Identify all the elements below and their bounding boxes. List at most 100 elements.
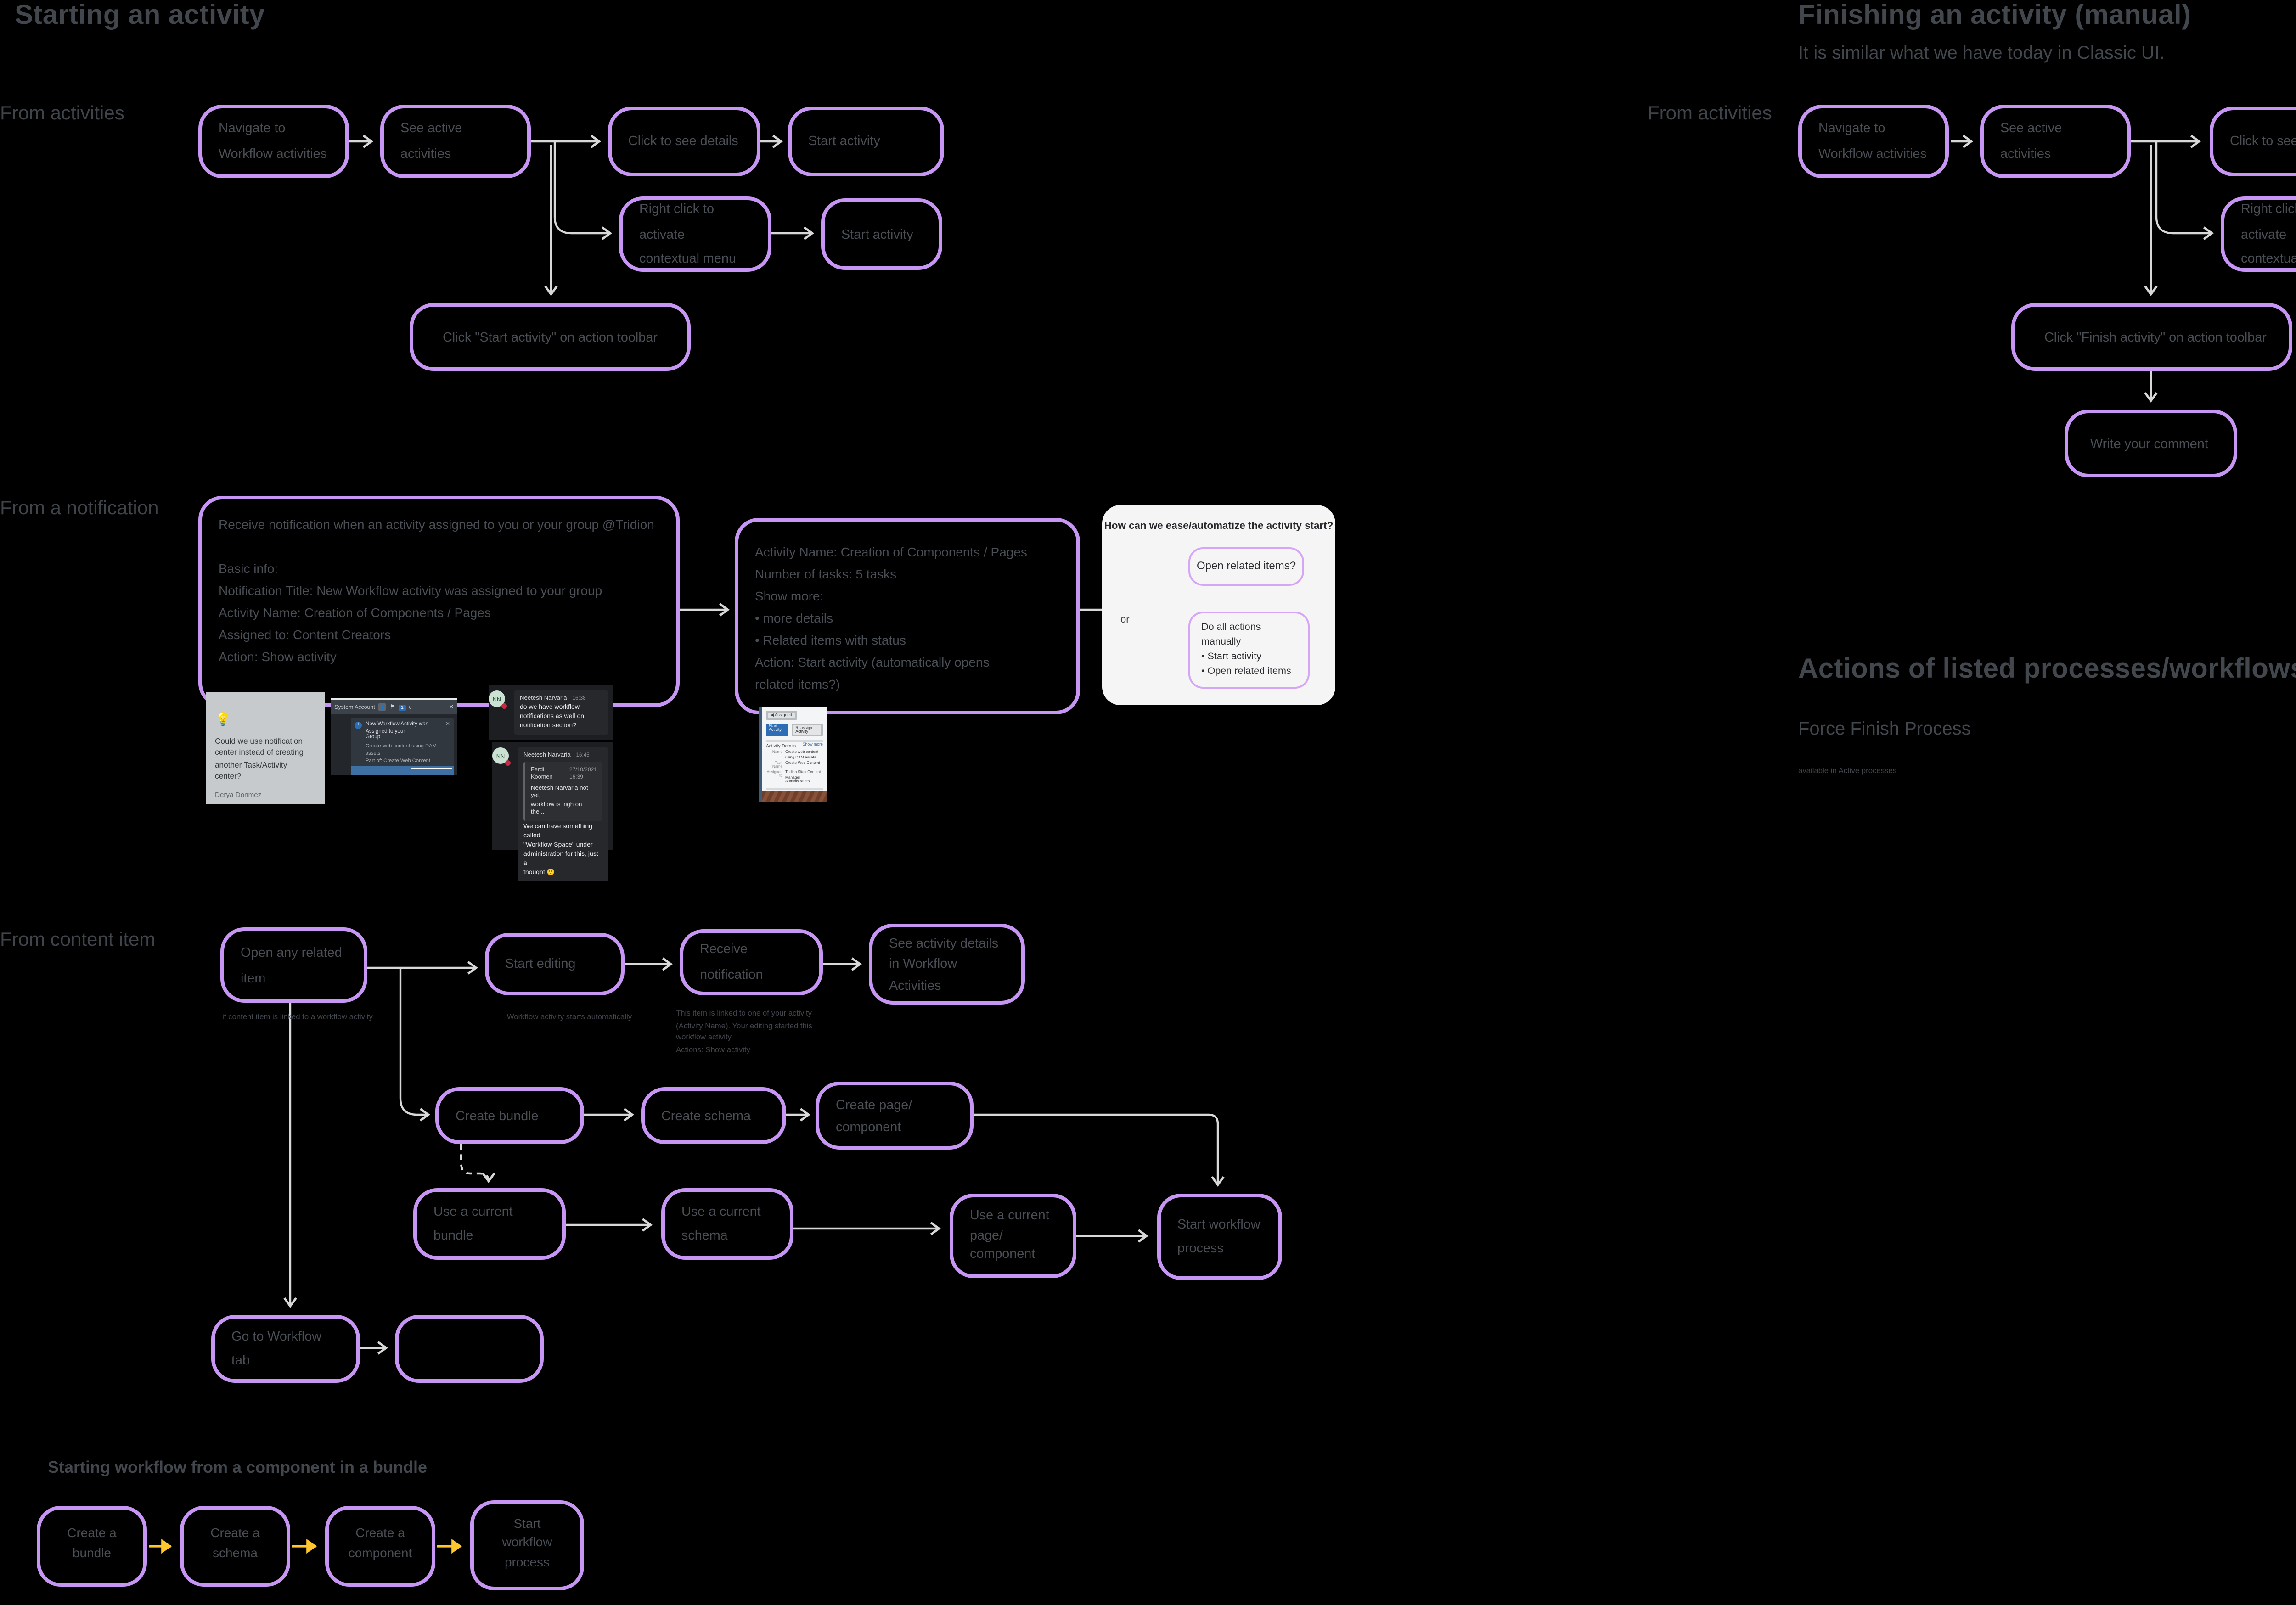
cart-count: 0 [409,704,412,710]
row-label-from-content-item: From content item [0,929,156,951]
node-do-all-actions-manually[interactable]: Do all actions manually • Start activity… [1188,612,1310,689]
node-create-a-bundle[interactable]: Create a bundle [37,1506,147,1587]
chat-author: Neetesh Narvaria [520,694,567,701]
or-label: or [1120,615,1130,626]
notification-title: New Workflow Activity was Assigned to yo… [366,720,428,741]
quote-meta: 27/10/2021 16:39 [569,765,597,781]
node-start-activity-2[interactable]: Start activity [821,198,942,270]
node-activity-name-details[interactable]: Activity Name: Creation of Components / … [735,518,1080,714]
panel-bottom-image [762,791,827,802]
status-dot [501,702,506,708]
section-subtitle-finishing: It is similar what we have today in Clas… [1798,44,2165,64]
scrollbar [411,767,452,769]
node-create-a-schema[interactable]: Create a schema [180,1506,290,1587]
sticky-note-author: Derya Donmez [215,791,262,799]
lightbulb-icon: 💡 [215,714,231,727]
node-right-click-menu[interactable]: Right click to activate contextual menu [619,196,771,272]
chat-screenshot-1[interactable]: NN Neetesh Narvaria 16:38 do we have wor… [489,685,613,740]
node-use-current-page-component[interactable]: Use a current page/ component [950,1194,1076,1278]
close-icon: ✕ [449,703,454,711]
note-force-finish: available in Active processes [1798,766,1897,775]
node-write-your-comment[interactable]: Write your comment [2065,410,2237,477]
reassign-activity-button[interactable]: Reassign Activity [791,723,823,737]
quoted-message: Ferdi Koomen 27/10/2021 16:39 Neetesh Na… [523,761,602,821]
assigned-back-chip[interactable]: ◀ Assigned [766,710,797,721]
node-start-editing[interactable]: Start editing [485,933,625,995]
node-navigate-workflow-activities[interactable]: Navigate to Workflow activities [198,105,349,178]
node-finish-activity-toolbar[interactable]: Click "Finish activity" on action toolba… [2011,303,2292,371]
info-icon: i [355,722,362,729]
flag-count-badge: 1 [399,704,405,710]
node-use-current-schema[interactable]: Use a current schema [661,1188,793,1260]
note-receive-notification: This item is linked to one of your activ… [676,1008,812,1053]
sticky-note[interactable]: 💡 Could we use notification center inste… [206,692,325,804]
node-navigate-workflow-activities-2[interactable]: Navigate to Workflow activities [1798,105,1949,178]
start-activity-button[interactable]: Start Activity [766,723,788,737]
row-label: Task Name [772,762,782,770]
avatar: NN [489,690,506,708]
node-use-current-bundle[interactable]: Use a current bundle [413,1188,566,1260]
row-value: Create web content using DAM assets [785,751,819,760]
node-start-activity-1[interactable]: Start activity [788,107,944,176]
chat-screenshot-2[interactable]: NN Neetesh Narvaria 16:45 Ferdi Koomen 2… [492,742,613,882]
account-label: System Account [334,703,375,711]
tridion-notification-popup: i New Workflow Activity was Assigned to … [351,718,454,775]
node-start-workflow-process[interactable]: Start workflow process [1157,1194,1282,1280]
node-see-active-activities-2[interactable]: See active activities [1980,105,2131,178]
quote-text: Neetesh Narvaria not yet, workflow is hi… [531,783,588,816]
node-goto-workflow-tab[interactable]: Go to Workflow tab [211,1315,360,1383]
activity-details-title: Activity Details [766,744,796,750]
panel-left-edge [759,707,762,802]
node-click-to-see-details[interactable]: Click to see details [608,107,760,176]
row-label-from-activities: From activities [0,103,124,125]
node-create-schema[interactable]: Create schema [641,1087,786,1144]
chat-message: do we have workflow notifications as wel… [520,703,585,730]
chat-message: We can have something called "Workflow S… [523,823,598,877]
tridion-toolbar: System Account 👤 ⚑ 1 0 ✕ [331,700,457,714]
chat-author: Neetesh Narvaria [523,751,571,758]
tridion-screenshot[interactable]: System Account 👤 ⚑ 1 0 ✕ i New Workflow … [331,698,457,775]
node-open-related-items[interactable]: Open related items? [1188,547,1304,586]
note-open-related: if content item is linked to a workflow … [222,1012,373,1021]
gray-wires [283,135,2214,1355]
node-receive-notification[interactable]: Receive notification [680,929,823,995]
node-create-a-component[interactable]: Create a component [325,1506,435,1587]
node-click-to-see-details-2[interactable]: Click to see details [2210,107,2296,176]
note-start-editing: Workflow activity starts automatically [506,1012,632,1021]
show-more-link[interactable]: Show more [802,744,823,748]
chat-time: 16:38 [572,694,586,701]
row-label-from-notification: From a notification [0,498,159,520]
row-label: Assigned to [766,771,782,779]
node-empty[interactable] [395,1315,544,1383]
decision-popup-title: How can we ease/automatize the activity … [1104,522,1334,533]
node-receive-notification-details[interactable]: Receive notification when an activity as… [198,496,680,707]
status-dot [504,759,510,765]
node-right-click-menu-2[interactable]: Right click to activate contextual menu [2221,196,2296,272]
node-open-any-related-item[interactable]: Open any related item [220,927,367,1003]
chat-time: 16:45 [576,751,590,758]
quote-author: Ferdi Koomen [531,765,553,781]
row-value: Create Web Content [785,762,820,766]
person-icon: 👤 [378,703,386,711]
notification-close-icon: ✕ [445,720,450,727]
section-title-starting: Starting an activity [15,0,265,31]
node-create-page-component[interactable]: Create page/ component [816,1082,974,1150]
node-start-workflow-process-2[interactable]: Start workflow process [470,1500,584,1590]
section-title-admin: Actions of listed processes/workflows on… [1798,654,2296,685]
row-label-from-activities-2: From activities [1648,103,1772,125]
subsection-title-bundle-flow: Starting workflow from a component in a … [48,1458,428,1476]
section-title-finishing: Finishing an activity (manual) [1798,0,2191,31]
row-value: Tridion Sites Content Manager Administra… [785,771,821,785]
node-create-bundle[interactable]: Create bundle [435,1087,584,1144]
activity-panel-screenshot[interactable]: ◀ Assigned Start Activity Reassign Activ… [759,707,827,802]
avatar: NN [492,747,510,765]
decision-popup[interactable]: How can we ease/automatize the activity … [1102,505,1335,705]
flag-icon: ⚑ [389,703,395,711]
subsection-title-force-finish: Force Finish Process [1798,720,1971,740]
node-see-active-activities[interactable]: See active activities [380,105,531,178]
row-label: Name [772,751,782,755]
node-start-activity-toolbar[interactable]: Click "Start activity" on action toolbar [410,303,691,371]
node-see-activity-details[interactable]: See activity details in Workflow Activit… [869,924,1025,1005]
